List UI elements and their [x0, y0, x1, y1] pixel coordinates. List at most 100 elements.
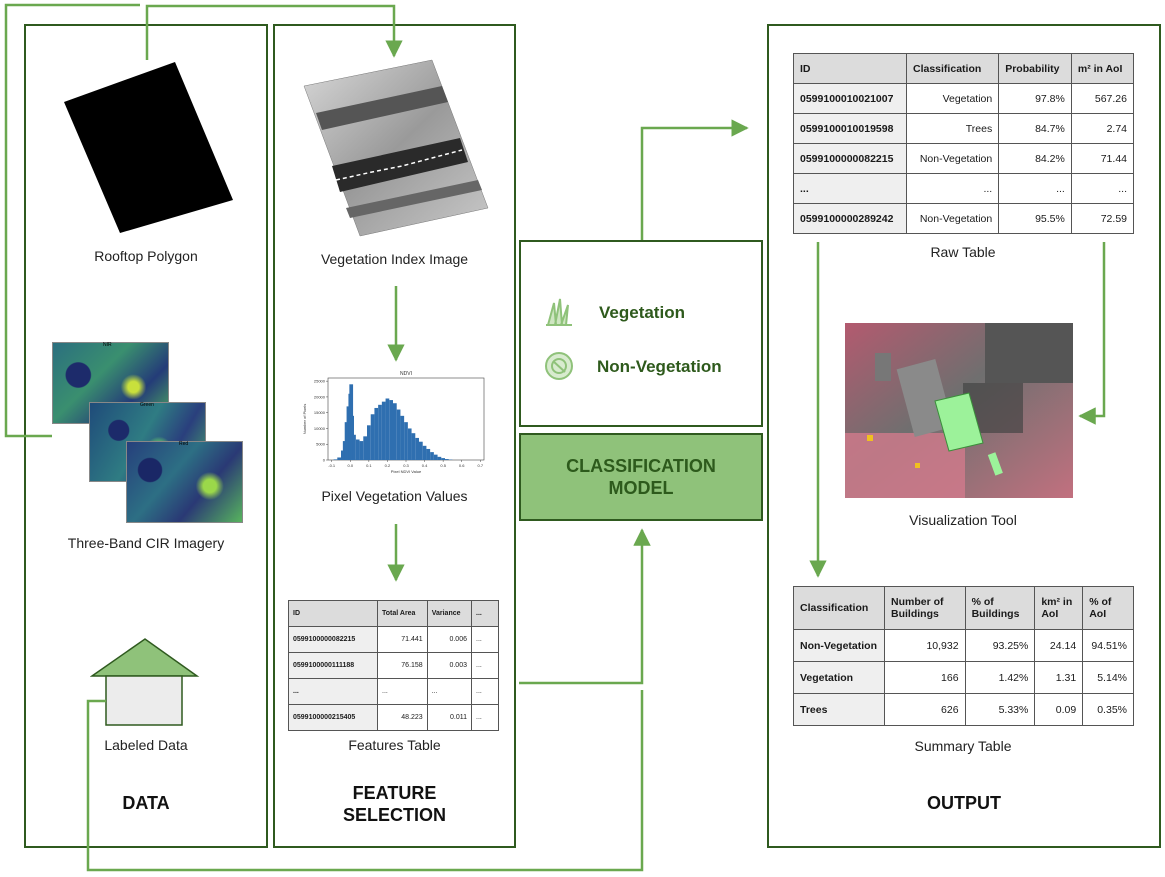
- table-cell: Trees: [793, 693, 885, 726]
- y-tick-label: 25000: [314, 379, 326, 384]
- table-row: 0599100010021007 Vegetation 97.8% 567.26: [793, 83, 1135, 114]
- raw-table-caption: Raw Table: [930, 244, 996, 260]
- histogram-bar: [430, 452, 434, 460]
- legend-vegetation-label: Vegetation: [599, 303, 685, 322]
- table-cell: Non-Vegetation: [793, 629, 885, 662]
- vegetation-index-image: [303, 59, 489, 237]
- table-cell: ...: [426, 678, 473, 705]
- cir-band-red-label: Red: [179, 441, 189, 447]
- table-cell: 0.006: [426, 626, 473, 653]
- features-table: ID Total Area Variance ... 0599100000082…: [288, 600, 499, 731]
- histogram-bar: [385, 398, 390, 460]
- table-cell: 0599100010019598: [793, 113, 907, 144]
- histogram-bar: [367, 425, 371, 460]
- table-cell: 72.59: [1070, 203, 1135, 234]
- cir-imagery-caption: Three-Band CIR Imagery: [67, 535, 225, 551]
- histogram-bar: [374, 407, 379, 460]
- summary-header-number-of-buildings: Number of Buildings: [884, 586, 966, 630]
- features-table-header: ID Total Area Variance ...: [288, 600, 499, 627]
- table-cell: 626: [884, 693, 966, 726]
- visualization-tool-image: [845, 323, 1073, 498]
- histogram-ylabel: Number of Pixels: [302, 404, 307, 434]
- output-section-title: OUTPUT: [927, 793, 1001, 813]
- histogram-bar: [352, 434, 356, 460]
- table-cell: 0.09: [1034, 693, 1084, 726]
- raw-header-probability: Probability: [998, 53, 1072, 84]
- x-tick-label: 0.1: [366, 463, 372, 468]
- vegetation-index-caption: Vegetation Index Image: [320, 251, 469, 267]
- table-cell: 95.5%: [998, 203, 1072, 234]
- table-cell: 0599100010021007: [793, 83, 907, 114]
- table-cell: 84.2%: [998, 143, 1072, 174]
- histogram-bar: [333, 459, 338, 460]
- x-tick-label: 0.5: [440, 463, 446, 468]
- table-row: 0599100000082215 71.441 0.006 ...: [288, 626, 499, 653]
- classification-model-box: CLASSIFICATION MODEL: [519, 433, 763, 521]
- table-cell: 1.42%: [964, 661, 1036, 694]
- table-cell: 0599100000111188: [288, 652, 378, 679]
- rooftop-polygon-caption: Rooftop Polygon: [94, 248, 198, 264]
- table-row: 0599100000289242 Non-Vegetation 95.5% 72…: [793, 203, 1135, 234]
- y-tick-label: 10000: [314, 426, 326, 431]
- y-tick-label: 15000: [314, 410, 326, 415]
- histogram-bar: [359, 441, 364, 460]
- summary-header-pct-aoi: % of AoI: [1082, 586, 1134, 630]
- histogram-bar: [378, 404, 382, 460]
- model-title-line2: MODEL: [608, 478, 674, 498]
- table-cell: Vegetation: [793, 661, 885, 694]
- vegetation-icon: [546, 298, 572, 326]
- table-cell: 84.7%: [998, 113, 1072, 144]
- cir-band-green-label: Green: [140, 402, 154, 408]
- histogram-title: NDVI: [400, 371, 412, 377]
- table-cell: ...: [471, 626, 499, 653]
- table-cell: ...: [793, 173, 907, 204]
- table-cell: 0599100000082215: [288, 626, 378, 653]
- non-vegetation-icon: [545, 352, 573, 380]
- table-cell: 1.31: [1034, 661, 1084, 694]
- histogram-bar: [437, 456, 442, 460]
- table-cell: 0.003: [426, 652, 473, 679]
- table-cell: Trees: [905, 113, 1000, 144]
- table-cell: 93.25%: [964, 629, 1036, 662]
- table-cell: 0.011: [426, 704, 473, 731]
- histogram-bar: [411, 433, 416, 460]
- table-cell: 0599100000289242: [793, 203, 907, 234]
- histogram-bar: [396, 409, 401, 460]
- table-row: 0599100010019598 Trees 84.7% 2.74: [793, 113, 1135, 144]
- table-cell: ...: [288, 678, 378, 705]
- summary-header-area: km² in AoI: [1034, 586, 1084, 630]
- histogram-bar: [393, 403, 397, 460]
- x-tick-label: -0.1: [328, 463, 336, 468]
- labeled-data-caption: Labeled Data: [104, 737, 188, 753]
- summary-table-caption: Summary Table: [914, 738, 1012, 754]
- histogram-bar: [363, 436, 367, 460]
- table-cell: 2.74: [1070, 113, 1135, 144]
- y-tick-label: 20000: [314, 394, 326, 399]
- x-tick-label: 0.2: [385, 463, 391, 468]
- table-cell: ...: [471, 678, 499, 705]
- histogram-xlabel: Pixel NDVI Value: [391, 469, 422, 474]
- features-header-id: ID: [288, 600, 378, 627]
- table-cell: 0599100000082215: [793, 143, 907, 174]
- histogram-bar: [441, 458, 445, 460]
- model-title-line1: CLASSIFICATION: [566, 456, 716, 476]
- table-row: Non-Vegetation 10,932 93.25% 24.14 94.51…: [793, 629, 1134, 662]
- features-header-more: ...: [471, 600, 499, 627]
- raw-table-header: ID Classification Probability m² in AoI: [793, 53, 1135, 84]
- histogram-bar: [389, 400, 393, 460]
- legend-panel: [519, 240, 763, 427]
- table-cell: 97.8%: [998, 83, 1072, 114]
- histogram-bar: [445, 459, 449, 460]
- summary-header-classification: Classification: [793, 586, 885, 630]
- cir-band-nir-label: NIR: [103, 342, 112, 348]
- table-cell: Non-Vegetation: [905, 143, 1000, 174]
- raw-header-classification: Classification: [905, 53, 1000, 84]
- summary-table-header: Classification Number of Buildings % of …: [793, 586, 1134, 630]
- table-cell: ...: [377, 678, 428, 705]
- table-row: 0599100000111188 76.158 0.003 ...: [288, 652, 499, 679]
- y-tick-label: 0: [323, 458, 326, 463]
- raw-table: ID Classification Probability m² in AoI …: [793, 53, 1135, 234]
- cir-band-red-image: Red: [126, 441, 243, 523]
- histogram-bar: [355, 439, 360, 460]
